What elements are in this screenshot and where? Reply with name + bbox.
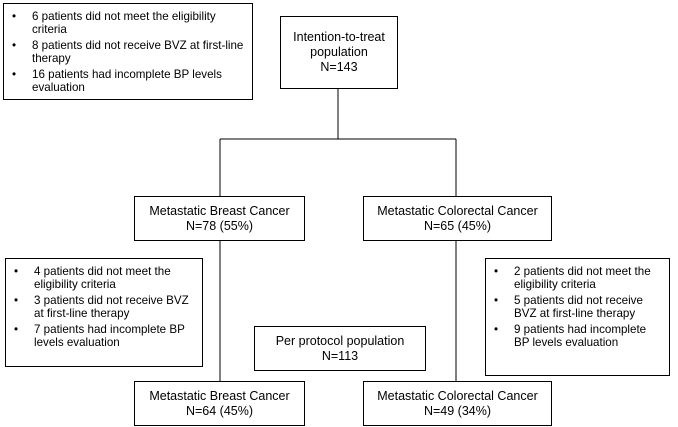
- itt-population-box: Intention-to-treat population N=143: [280, 16, 398, 89]
- itt-label: population: [310, 45, 368, 59]
- breast-cancer-pp-box: Metastatic Breast Cancer N=64 (45%): [134, 381, 305, 426]
- per-protocol-title: Per protocol population: [275, 333, 405, 348]
- breast-cancer-itt-box: Metastatic Breast Cancer N=78 (55%): [134, 196, 305, 241]
- exclusion-item: 5 patients did not receive BVZ at first-…: [494, 294, 661, 321]
- colorectal-cancer-count: N=49 (34%): [423, 403, 492, 418]
- exclusion-item: 7 patients had incomplete BP levels eval…: [14, 323, 194, 350]
- exclusion-item: 4 patients did not meet the eligibility …: [14, 265, 194, 292]
- colorectal-cancer-count: N=65 (45%): [423, 218, 492, 233]
- colorectal-cancer-pp-box: Metastatic Colorectal Cancer N=49 (34%): [363, 381, 552, 426]
- per-protocol-count: N=113: [321, 348, 359, 363]
- exclusion-box-top: 6 patients did not meet the eligibility …: [3, 3, 253, 100]
- breast-cancer-title: Metastatic Breast Cancer: [149, 203, 290, 218]
- colorectal-cancer-itt-box: Metastatic Colorectal Cancer N=65 (45%): [363, 196, 552, 241]
- exclusion-item: 3 patients did not receive BVZ at first-…: [14, 294, 194, 321]
- exclusion-item: 8 patients did not receive BVZ at first-…: [12, 39, 244, 66]
- exclusion-item: 9 patients had incomplete BP levels eval…: [494, 323, 661, 350]
- exclusion-box-colorectal: 2 patients did not meet the eligibility …: [485, 258, 670, 376]
- colorectal-cancer-title: Metastatic Colorectal Cancer: [377, 388, 538, 403]
- itt-label: Intention-to-treat: [293, 30, 385, 44]
- breast-cancer-count: N=78 (55%): [185, 218, 254, 233]
- exclusion-box-breast: 4 patients did not meet the eligibility …: [5, 258, 203, 367]
- exclusion-item: 6 patients did not meet the eligibility …: [12, 10, 244, 37]
- breast-cancer-count: N=64 (45%): [185, 403, 254, 418]
- colorectal-cancer-title: Metastatic Colorectal Cancer: [377, 203, 538, 218]
- breast-cancer-title: Metastatic Breast Cancer: [149, 388, 290, 403]
- exclusion-item: 2 patients did not meet the eligibility …: [494, 265, 661, 292]
- itt-count: N=143: [320, 60, 358, 74]
- exclusion-item: 16 patients had incomplete BP levels eva…: [12, 68, 244, 95]
- per-protocol-box: Per protocol population N=113: [254, 326, 426, 371]
